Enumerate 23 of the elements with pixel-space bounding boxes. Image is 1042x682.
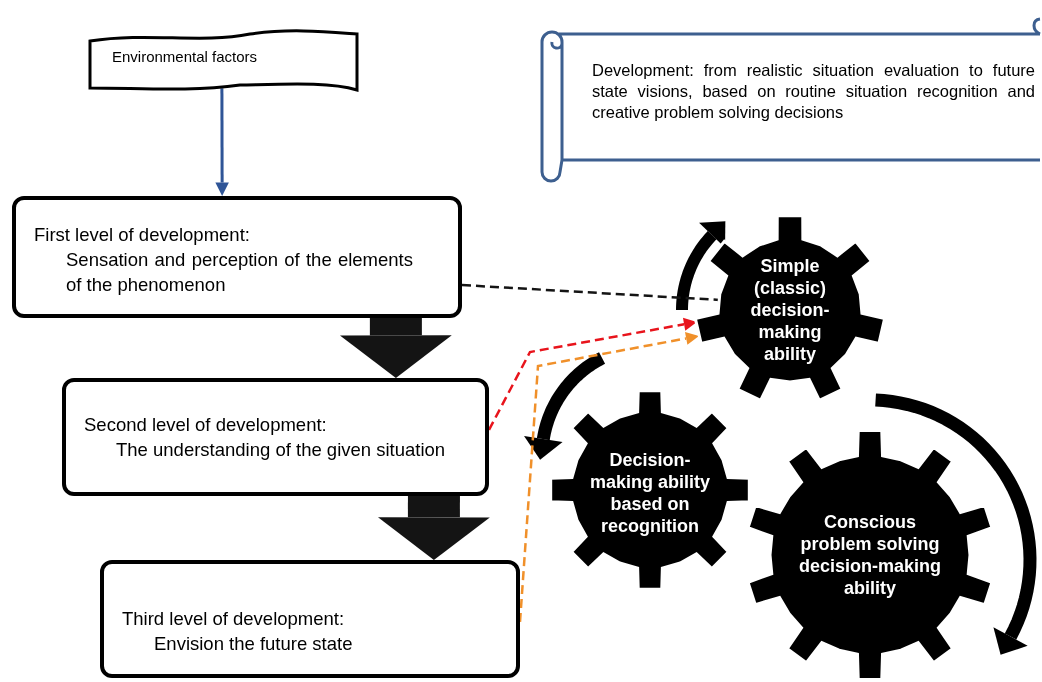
gear-label: Conscious problem solving decision-making ability: [798, 511, 942, 599]
level-heading: First level of development:: [34, 223, 251, 247]
arrow: [378, 496, 490, 560]
scroll-shape: [538, 16, 1042, 184]
arrow: [339, 318, 452, 378]
gear-label: Simple (classic) decision-making ability: [749, 255, 831, 365]
gear-shape: [550, 390, 750, 590]
level-box: [12, 196, 462, 318]
connector-line: [461, 283, 719, 302]
gear-label: Decision-making ability based on recognition: [588, 449, 711, 537]
level-description: Sensation and perception of the elements of the phenomenon: [66, 248, 413, 297]
level-heading: Third level of development:: [122, 607, 346, 631]
node-label: Environmental factors: [112, 48, 258, 65]
arrow: [518, 332, 699, 623]
banner-shape: [90, 32, 357, 90]
level-heading: Second level of development:: [84, 413, 328, 437]
arrow: [487, 317, 697, 431]
level-box: [100, 560, 520, 678]
arrow: [215, 88, 229, 196]
level-box: [62, 378, 489, 496]
level-description: The understanding of the given situation: [116, 438, 447, 462]
description-text: Development: from realistic situation evaluation to future state visions, based on routine situation recognition and creative problem solving decisions: [592, 60, 1035, 123]
level-description: Envision the future state: [154, 632, 354, 656]
